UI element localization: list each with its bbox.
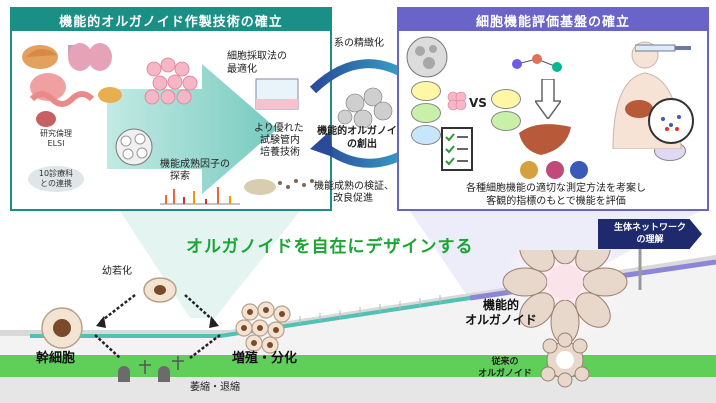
conventional-organoid-label-1: 従来の xyxy=(491,357,519,367)
functional-organoid-label-1: 機能的 xyxy=(482,298,519,312)
left-panel-title: 機能的オルガノイド作製技術の確立 xyxy=(12,9,330,31)
human-body-illustration xyxy=(612,41,694,149)
maturation-label-2: 探索 xyxy=(170,171,190,182)
down-arrow-icon xyxy=(535,79,561,119)
bubble-blue xyxy=(411,125,441,145)
checklist-icon xyxy=(441,127,473,171)
organs-illustration xyxy=(22,43,122,127)
clinic-label-2: との連携 xyxy=(40,179,72,188)
bubble-green xyxy=(411,103,441,123)
verify-label-1: 機能成熟の検証、 xyxy=(314,181,394,192)
atrophy-label: 萎縮・退縮 xyxy=(190,382,240,393)
cell-collection-label-1: 細胞採取法の xyxy=(227,51,287,62)
maturation-label-1: 機能成熟因子の xyxy=(160,159,230,170)
ethics-label-2: ELSI xyxy=(47,139,65,148)
organoid-clusters-illustration xyxy=(144,57,198,105)
syringe-icon xyxy=(635,44,691,52)
evaluation-description-1: 各種細胞機能の適切な測定方法を考案し xyxy=(466,183,646,194)
rejuvenation-label: 幼若化 xyxy=(102,266,132,277)
vs-label: VS xyxy=(469,96,487,110)
bubble-yellow-2 xyxy=(491,89,521,109)
functional-organoid-label-2: オルガノイド xyxy=(465,313,537,327)
function-evaluation-panel: 細胞機能評価基盤の確立 VS xyxy=(397,7,709,211)
culture-label-3: 培養技術 xyxy=(260,147,300,158)
bubble-green-2 xyxy=(491,111,521,131)
culture-label-1: より優れた xyxy=(254,123,304,134)
clinic-label-1: 10診療科 xyxy=(38,169,74,178)
conventional-organoid-label-2: オルガノイド xyxy=(478,369,532,379)
network-understanding-tag: 生体ネットワーク の理解 xyxy=(598,219,702,249)
verify-label-2: 改良促進 xyxy=(333,193,373,204)
pink-organoid-illustration xyxy=(447,91,467,111)
stem-cell-label: 幹細胞 xyxy=(36,351,76,366)
mass-spectrum-illustration xyxy=(160,187,240,205)
cell-collection-label-2: 最適化 xyxy=(227,64,257,75)
right-panel-title: 細胞機能評価基盤の確立 xyxy=(399,9,707,31)
network-tag-line-2: の理解 xyxy=(636,235,664,245)
microscopy-illustration xyxy=(244,179,314,195)
molecule-illustration xyxy=(512,54,562,72)
cell-cluster-illustration xyxy=(115,128,153,166)
evaluation-description-2: 客観的指標のもとで機能を評価 xyxy=(486,196,626,207)
protein-illustration xyxy=(520,161,588,179)
network-tag-line-1: 生体ネットワーク xyxy=(613,223,686,233)
clinic-badge: 10診療科 との連携 xyxy=(28,166,84,192)
refine-label: 系の精緻化 xyxy=(334,38,384,49)
micrograph-illustration xyxy=(406,36,448,78)
organoid-fabrication-panel: 機能的オルガノイド作製技術の確立 細胞採取法の 最適化 より優れた 試験管内 培… xyxy=(10,7,332,211)
culture-label-2: 試験管内 xyxy=(260,135,300,146)
culture-dish-illustration xyxy=(255,78,299,110)
ethics-label-1: 研究倫理 xyxy=(40,129,72,138)
ethics-badge: 研究倫理 ELSI xyxy=(32,127,80,153)
bubble-yellow xyxy=(411,81,441,101)
main-slogan: オルガノイドを自在にデザインする xyxy=(186,237,474,257)
proliferation-label: 増殖・分化 xyxy=(232,351,298,366)
bottom-scene-illustration xyxy=(41,250,628,388)
liver-illustration xyxy=(519,124,571,155)
cycle-center-label-1: 機能的オルガノイド xyxy=(317,126,407,137)
cycle-center-label-2: の創出 xyxy=(347,139,377,150)
